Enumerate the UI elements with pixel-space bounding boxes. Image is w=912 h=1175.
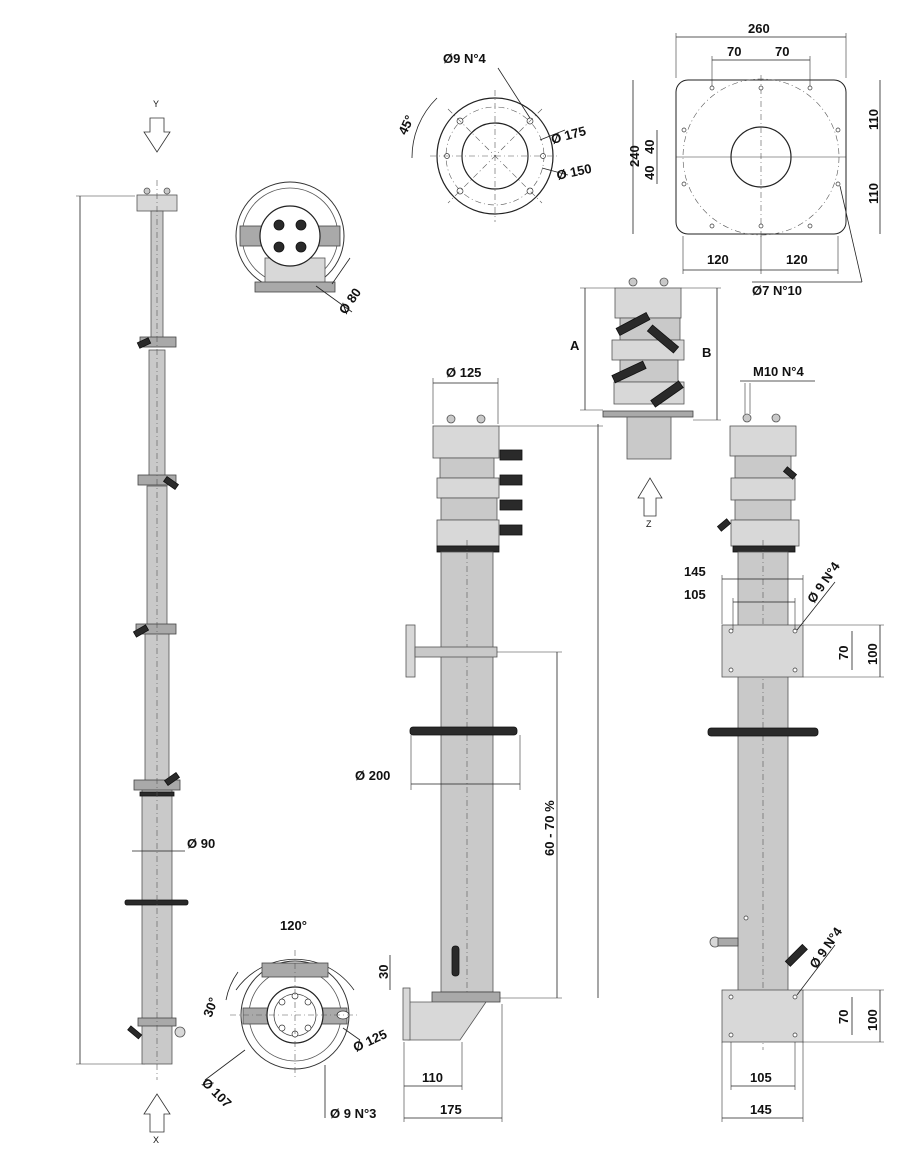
arrow-label-z: Z <box>646 519 652 529</box>
dim-105-top-label: 105 <box>684 587 706 602</box>
dim-120-left-label: 120 <box>707 252 729 267</box>
dim-175-label: 175 <box>440 1102 462 1117</box>
flange-round-view: 45° Ø9 N°4 Ø 175 Ø 150 <box>395 51 593 222</box>
holes-9-n4-bottom-label: Ø 9 N°4 <box>806 924 845 971</box>
dim-260-label: 260 <box>748 21 770 36</box>
dim-70-right-label: 70 <box>775 44 789 59</box>
dim-70-bottom-label: 70 <box>836 1010 851 1024</box>
holes-7-n10-label: Ø7 N°10 <box>752 283 802 298</box>
label-b: B <box>702 345 711 360</box>
holes-9-n4-label: Ø9 N°4 <box>443 51 487 66</box>
holes-9-n4-top-label: Ø 9 N°4 <box>804 559 843 606</box>
holes-9-n3-label: Ø 9 N°3 <box>330 1106 376 1121</box>
diameter-107-label: Ø 107 <box>199 1075 235 1111</box>
base-round-view: 120° 30° Ø 125 Ø 107 Ø 9 N°3 <box>199 918 389 1121</box>
diameter-125-label: Ø 125 <box>446 365 481 380</box>
diameter-90-label: Ø 90 <box>187 836 215 851</box>
percent-60-70-label: 60 - 70 % <box>542 800 557 856</box>
dim-110-top-label: 110 <box>866 109 881 130</box>
dim-105-bottom-label: 105 <box>750 1070 772 1085</box>
angle-30-label: 30° <box>200 995 221 1019</box>
arrow-label-x: X <box>153 1135 159 1145</box>
diameter-80-label: Ø 80 <box>336 285 364 317</box>
mast-side-view: Ø 125 Ø 200 60 - 70 % 30 110 1 <box>355 365 603 1122</box>
angle-45-label: 45° <box>395 113 417 137</box>
dim-120-right-label: 120 <box>786 252 808 267</box>
dim-110-label: 110 <box>422 1070 443 1085</box>
base-plate-square-view: 260 70 70 240 40 40 110 110 120 120 Ø7 N… <box>627 21 881 298</box>
dim-145-top-label: 145 <box>684 564 706 579</box>
dim-100-bottom-label: 100 <box>865 1009 880 1031</box>
diameter-125-base-label: Ø 125 <box>351 1026 389 1055</box>
dim-40-bottom-label: 40 <box>642 166 657 180</box>
label-a: A <box>570 338 580 353</box>
diameter-200-label: Ø 200 <box>355 768 390 783</box>
mast-full-view: Y Ø 90 X <box>76 99 215 1145</box>
dim-240-label: 240 <box>627 145 642 167</box>
dim-70-left-label: 70 <box>727 44 741 59</box>
view-arrow-x-icon <box>143 1093 171 1133</box>
diameter-175-label: Ø 175 <box>549 123 587 147</box>
top-view-small: Ø 80 <box>235 181 364 317</box>
view-arrow-z-icon <box>637 477 663 517</box>
mast-right-view: M10 N°4 145 105 Ø 9 N°4 70 100 <box>684 364 884 1122</box>
dim-30-label: 30 <box>376 965 391 979</box>
thread-m10-label: M10 N°4 <box>753 364 804 379</box>
diameter-150-label: Ø 150 <box>555 161 593 183</box>
view-arrow-y-icon <box>143 117 171 153</box>
head-detail-view: A B Z <box>570 277 721 529</box>
dim-110-bottom-label: 110 <box>866 183 881 204</box>
dim-145-bottom-label: 145 <box>750 1102 772 1117</box>
arrow-label-y: Y <box>153 99 159 109</box>
angle-120-label: 120° <box>280 918 307 933</box>
dim-70-top-label: 70 <box>836 646 851 660</box>
dim-40-top-label: 40 <box>642 140 657 154</box>
dim-100-top-label: 100 <box>865 643 880 665</box>
